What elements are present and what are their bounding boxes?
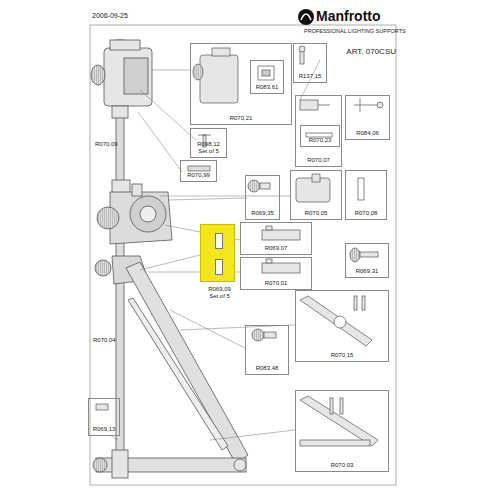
header-text: ART. 070CSU — [346, 47, 396, 57]
header-text: PROFESSIONAL LIGHTING SUPPORTS — [304, 28, 406, 36]
part-number: R070,08 — [346, 210, 386, 217]
part-box: R069,07 — [240, 222, 312, 255]
part-number: R070,15 — [296, 352, 388, 359]
part-number: R070,99 — [181, 172, 216, 179]
part-box: R070,15 — [295, 290, 389, 362]
part-number: Set of 5 — [191, 148, 226, 155]
slot — [215, 233, 223, 249]
part-box: R084,06 — [345, 95, 390, 140]
part-box: R137,15 — [293, 43, 327, 83]
part-box: R070,21 R083,61 — [190, 43, 292, 125]
part-number: R069,31 — [346, 268, 388, 275]
part-number: R137,15 — [294, 73, 326, 80]
part-box: R069,13 — [88, 398, 120, 436]
part-number: R070,21 — [191, 115, 291, 122]
part-number: R070,03 — [296, 462, 388, 469]
part-box: R070,05 — [290, 170, 342, 220]
part-number: R084,06 — [346, 130, 389, 137]
part-box: R070,99 — [180, 160, 217, 182]
part-box: R070,03 — [295, 390, 389, 472]
part-box: R070,23 — [300, 125, 340, 147]
leader-lines — [110, 60, 320, 440]
part-box: R069,31 — [345, 243, 389, 278]
part-number: R070,05 — [291, 210, 341, 217]
part-number: R070,04 — [93, 336, 116, 344]
detail-parts — [96, 46, 383, 446]
part-number: Set of 5 — [200, 293, 239, 300]
part-number: R069,13 — [89, 426, 119, 433]
part-number: R083,61 — [251, 84, 283, 91]
sheet-frame — [90, 25, 396, 485]
part-box: R069,35 — [245, 175, 280, 220]
slot — [215, 259, 223, 275]
part-number: R069,09 — [200, 286, 239, 293]
part-box: R083,61 — [250, 60, 284, 94]
part-number: R083,48 — [246, 365, 288, 372]
main-stand — [91, 40, 248, 478]
part-number: R098,12 — [191, 141, 226, 148]
part-number: R069,35 — [246, 210, 279, 217]
part-number: R069,07 — [241, 245, 311, 252]
part-box: R069,09Set of 5 — [200, 224, 239, 302]
part-box: R070,08 — [345, 170, 387, 220]
header-text: 2006-09-25 — [92, 11, 128, 20]
logo-mark — [298, 9, 314, 25]
part-number: R070,07 — [296, 157, 341, 164]
part-box: R070,07 R070,23 — [295, 95, 342, 167]
highlight-box — [200, 224, 235, 282]
part-box: R070,01 — [240, 257, 312, 290]
part-box: R083,48 — [245, 325, 289, 375]
part-box: R098,12Set of 5 — [190, 128, 227, 158]
part-number: R070,09 — [95, 140, 118, 148]
part-number: R070,23 — [301, 137, 339, 144]
brand-name: Manfrotto — [316, 8, 381, 24]
part-number: R070,01 — [241, 280, 311, 287]
